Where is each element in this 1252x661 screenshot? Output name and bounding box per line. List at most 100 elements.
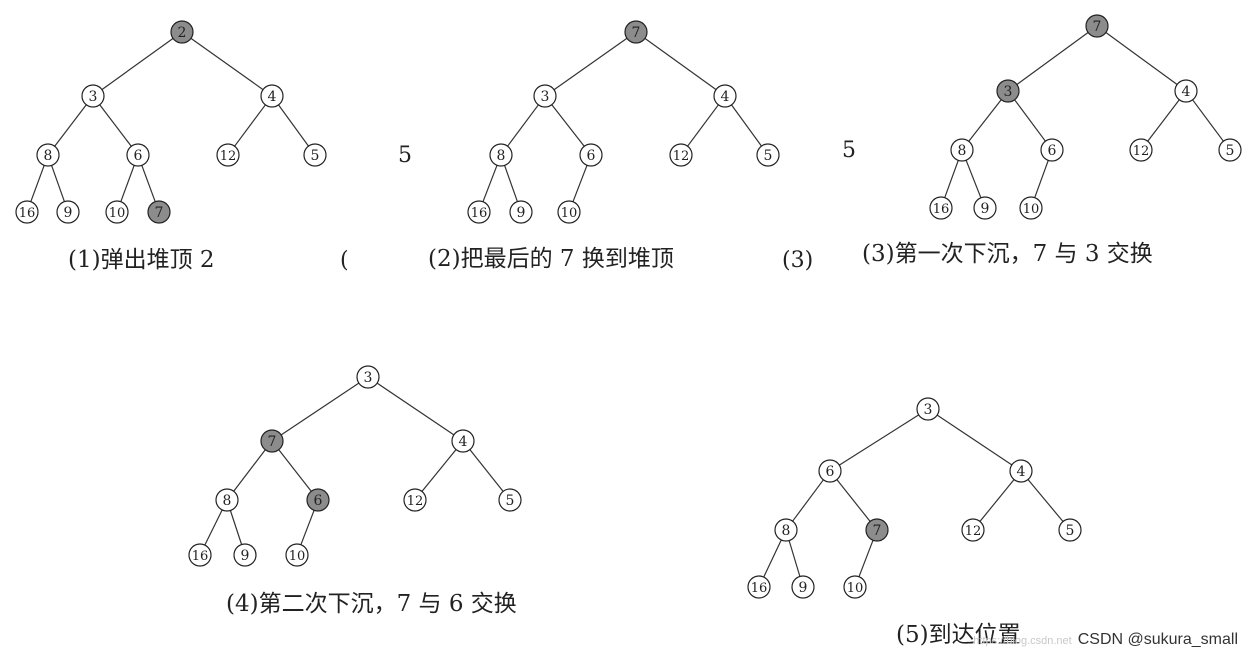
tree-node: 5 xyxy=(498,488,522,512)
tree-edge xyxy=(234,104,266,147)
tree-node-highlighted: 2 xyxy=(170,20,194,44)
caption-panel-3: (3)第一次下沉，7 与 3 交换 xyxy=(862,241,1153,267)
tree-edge xyxy=(792,479,824,522)
cropped-caption-fragment: ( xyxy=(340,250,349,272)
tree-edge xyxy=(687,104,719,147)
node-label: 8 xyxy=(497,148,506,164)
node-label: 5 xyxy=(506,493,515,509)
node-circle xyxy=(170,20,194,44)
node-circle xyxy=(791,575,815,599)
tree-edge xyxy=(1192,99,1224,142)
node-circle xyxy=(916,397,940,421)
node-label: 9 xyxy=(241,548,250,564)
node-circle xyxy=(81,84,105,108)
tree-node: 9 xyxy=(233,543,257,567)
watermark-faint: https://blog.csdn.net xyxy=(973,635,1072,647)
node-circle xyxy=(105,200,129,224)
node-circle xyxy=(950,138,974,162)
node-label: 6 xyxy=(314,493,323,509)
node-label: 4 xyxy=(721,89,730,105)
node-label: 3 xyxy=(364,370,373,386)
node-circle xyxy=(579,143,603,167)
node-circle xyxy=(285,543,309,567)
tree-edge xyxy=(300,510,315,545)
tree-edge xyxy=(504,165,518,202)
tree-edge xyxy=(965,159,982,199)
node-circle xyxy=(973,196,997,220)
node-circle xyxy=(1218,138,1242,162)
cropped-node-fragment: 5 xyxy=(398,145,412,167)
node-label: 12 xyxy=(1133,144,1150,159)
node-circle xyxy=(1009,459,1033,483)
node-circle xyxy=(489,143,513,167)
tree-node: 6 xyxy=(579,143,603,167)
tree-node: 5 xyxy=(1058,518,1082,542)
node-circle xyxy=(1129,138,1153,162)
tree-edge xyxy=(644,37,717,91)
node-circle xyxy=(747,575,771,599)
node-label: 8 xyxy=(44,148,53,164)
node-label: 16 xyxy=(751,581,768,596)
tree-node: 4 xyxy=(1174,79,1198,103)
node-label: 16 xyxy=(19,206,36,221)
node-label: 3 xyxy=(89,89,98,105)
tree-node-highlighted: 7 xyxy=(624,20,648,44)
tree-node-highlighted: 7 xyxy=(865,518,889,542)
tree-node: 8 xyxy=(950,138,974,162)
tree-node: 12 xyxy=(403,488,427,512)
node-circle xyxy=(467,200,491,224)
tree-edge xyxy=(551,104,585,147)
tree-node: 4 xyxy=(713,84,737,108)
tree-edge xyxy=(1016,32,1089,85)
node-label: 4 xyxy=(1017,464,1026,480)
node-label: 10 xyxy=(1023,202,1040,217)
tree-edge xyxy=(421,449,457,492)
tree-edge xyxy=(278,449,312,492)
node-circle xyxy=(756,143,780,167)
tree-edge xyxy=(204,509,223,546)
tree-edge xyxy=(482,165,498,202)
tree-node: 9 xyxy=(509,200,533,224)
node-circle xyxy=(403,488,427,512)
tree-edge xyxy=(54,104,87,147)
tree-node-highlighted: 7 xyxy=(1085,14,1109,38)
node-circle xyxy=(774,518,798,542)
node-label: 10 xyxy=(847,581,864,596)
tree-node-highlighted: 7 xyxy=(260,429,284,453)
tree-node-highlighted: 6 xyxy=(306,488,330,512)
node-label: 10 xyxy=(289,549,306,564)
tree-node: 3 xyxy=(356,365,380,389)
tree-edge xyxy=(1105,32,1178,85)
tree-edge xyxy=(944,160,959,198)
node-label: 8 xyxy=(782,523,791,539)
node-circle xyxy=(188,543,212,567)
node-circle xyxy=(1019,196,1043,220)
watermark-text: CSDN @sukura_small xyxy=(1077,631,1238,648)
caption-panel-1: (1)弹出堆顶 2 xyxy=(68,247,215,273)
node-label: 7 xyxy=(155,205,164,221)
tree-edge xyxy=(101,37,174,91)
node-label: 6 xyxy=(1048,143,1057,159)
node-label: 4 xyxy=(459,434,468,450)
node-circle xyxy=(303,143,327,167)
tree-node: 16 xyxy=(929,196,953,220)
tree-node: 3 xyxy=(916,397,940,421)
tree-node: 8 xyxy=(36,143,60,167)
node-circle xyxy=(557,200,581,224)
tree-node: 10 xyxy=(285,543,309,567)
node-label: 5 xyxy=(311,148,320,164)
node-circle xyxy=(451,429,475,453)
node-label: 4 xyxy=(268,89,277,105)
tree-node: 9 xyxy=(791,575,815,599)
node-circle xyxy=(961,518,985,542)
tree-edge xyxy=(1027,479,1064,522)
tree-node: 8 xyxy=(774,518,798,542)
caption-panel-5: (5)到达位置 xyxy=(896,622,1021,648)
tree-edge xyxy=(1147,99,1180,142)
tree-node: 3 xyxy=(533,84,557,108)
node-circle xyxy=(126,143,150,167)
tree-edge xyxy=(1034,160,1049,198)
node-label: 12 xyxy=(965,524,982,539)
node-label: 9 xyxy=(981,201,990,217)
